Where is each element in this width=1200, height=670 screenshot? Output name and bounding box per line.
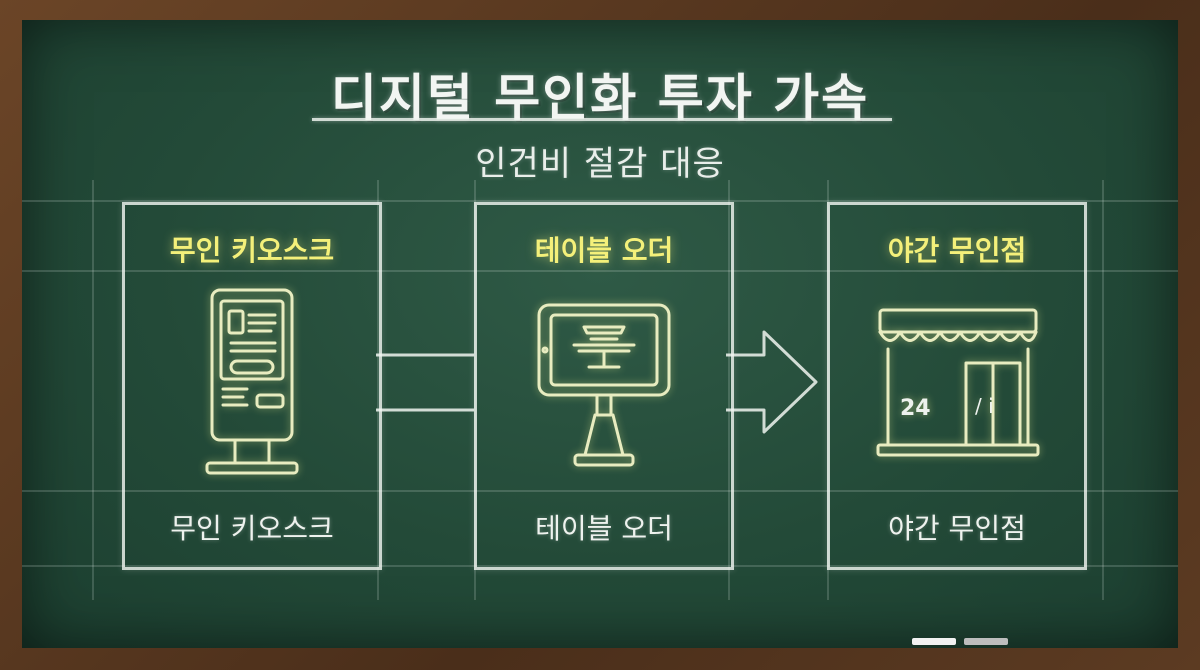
- grid-line: [22, 200, 1178, 202]
- card-caption: 테이블 오더: [535, 512, 673, 545]
- chalkboard: 디지털 무인화 투자 가속 인건비 절감 대응 무인 키오스크: [22, 20, 1178, 648]
- card-caption: 야간 무인점: [888, 512, 1026, 545]
- grid-line: [377, 180, 379, 600]
- card-caption: 무인 키오스크: [170, 512, 334, 545]
- store-24-sign: 24: [900, 396, 931, 421]
- storefront-icon: 24 / i: [870, 285, 1046, 485]
- pager-dot-1[interactable]: [912, 638, 956, 645]
- grid-line: [92, 180, 94, 600]
- card-kiosk: 무인 키오스크 무인 키오스크: [122, 202, 382, 570]
- card-title: 테이블 오더: [534, 234, 674, 267]
- card-title: 무인 키오스크: [169, 234, 335, 267]
- pager-dot-2[interactable]: [964, 638, 1008, 645]
- grid-line: [22, 490, 1178, 492]
- kiosk-icon: [177, 285, 327, 485]
- title-underline: [312, 118, 892, 121]
- store-door-mark: / i: [975, 394, 994, 418]
- grid-line: [22, 270, 1178, 272]
- card-night-store: 야간 무인점 24 / i 야간 무인점: [827, 202, 1087, 570]
- card-title: 야간 무인점: [887, 234, 1027, 267]
- card-table-order: 테이블 오더 테이블 오더: [474, 202, 734, 570]
- grid-line: [1102, 180, 1104, 600]
- page-subtitle: 인건비 절감 대응: [475, 144, 725, 184]
- tablet-stand-icon: [529, 285, 679, 485]
- flow-arrow: [726, 330, 818, 434]
- grid-line: [22, 565, 1178, 567]
- page-title: 디지털 무인화 투자 가속: [330, 69, 870, 127]
